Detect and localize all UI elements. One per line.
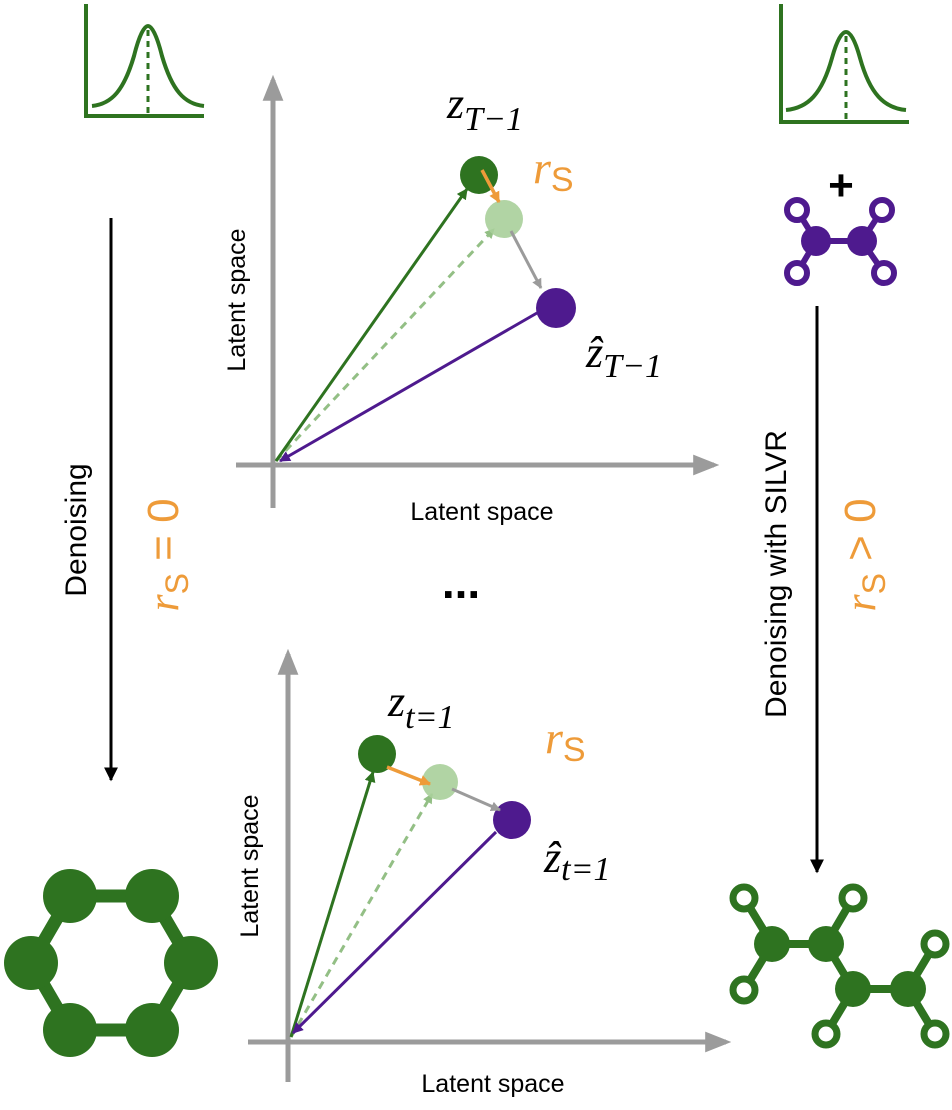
top-z-label-base: z	[446, 79, 464, 128]
top-zhat-label-base: ẑ	[585, 328, 604, 377]
left-condition-sub: S	[159, 573, 195, 594]
bottom-rs-label: rS	[545, 712, 586, 769]
right-denoising-label: Denoising with SILVR	[760, 430, 793, 718]
top-rs-label-var: r	[533, 142, 552, 193]
top-dashed-vector	[274, 227, 496, 463]
top-z-label-sub: T−1	[464, 101, 523, 138]
bottom-zhat-label-base: ẑ	[543, 833, 562, 882]
top-rs-label-sub: S	[551, 161, 574, 199]
bottom-z-point	[358, 735, 396, 773]
green-product-molecule	[729, 883, 950, 1049]
bottom-plot: Latent space Latent space zt=1 ẑt=1 rS	[236, 648, 732, 1098]
bottom-purple-vector	[291, 830, 498, 1035]
left-condition-var: r	[139, 594, 188, 612]
bottom-dashed-vector	[289, 793, 434, 1038]
top-plot-xlabel: Latent space	[410, 498, 553, 526]
top-zhat-point	[536, 288, 576, 328]
left-denoising-label: Denoising	[60, 463, 93, 596]
right-condition-rel: > 0	[836, 498, 885, 573]
top-green-vector	[274, 188, 469, 462]
bottom-plot-xlabel: Latent space	[421, 1070, 564, 1098]
bottom-rs-arrow	[386, 765, 432, 786]
bottom-z-label-sub: t=1	[405, 699, 454, 736]
left-condition-label: rS = 0	[139, 498, 195, 611]
ellipsis: ...	[442, 556, 480, 608]
top-rs-arrow	[480, 169, 501, 203]
bottom-z-label: zt=1	[387, 677, 455, 736]
left-gaussian-icon	[84, 4, 205, 118]
hexagon-ring-molecule	[4, 869, 218, 1057]
bottom-zhat-label: ẑt=1	[543, 833, 611, 888]
bottom-rs-label-sub: S	[563, 731, 586, 769]
top-zhat-label: ẑT−1	[585, 328, 662, 385]
top-gray-step-arrow	[509, 230, 543, 289]
plus-sign: +	[828, 161, 854, 210]
bottom-gray-step-arrow	[451, 787, 501, 812]
bottom-zhat-label-sub: t=1	[561, 851, 610, 888]
bottom-rs-label-var: r	[545, 712, 564, 763]
left-condition-rel: = 0	[139, 498, 188, 573]
bottom-z-label-base: z	[387, 677, 405, 726]
top-purple-vector	[279, 311, 538, 463]
bottom-zhat-point	[493, 801, 531, 839]
bottom-green-vector	[289, 770, 376, 1038]
top-zhat-label-sub: T−1	[603, 348, 662, 385]
bottom-intermediate-point	[422, 764, 458, 800]
top-plot: Latent space Latent space zT−1 ẑT−1 rS	[223, 74, 720, 526]
top-z-label: zT−1	[446, 79, 523, 138]
top-intermediate-point	[485, 200, 523, 238]
top-rs-label: rS	[533, 142, 574, 199]
right-condition-label: rS > 0	[836, 498, 892, 611]
top-plot-ylabel: Latent space	[223, 228, 251, 371]
purple-fragment-molecule	[784, 197, 897, 286]
right-condition-var: r	[836, 594, 885, 612]
bottom-plot-ylabel: Latent space	[236, 794, 264, 937]
right-condition-sub: S	[856, 573, 892, 594]
right-gaussian-icon	[779, 4, 909, 124]
